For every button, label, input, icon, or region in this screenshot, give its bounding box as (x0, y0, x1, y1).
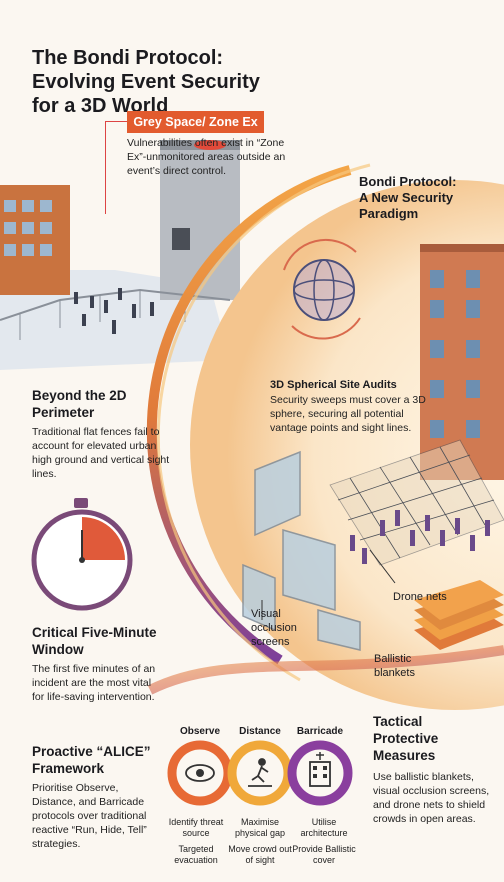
globe-icon (283, 238, 361, 340)
occlusion-screens (242, 450, 361, 651)
tactical-title: Tactical Protective Measures (373, 714, 439, 763)
alice-title: Proactive “ALICE” Framework (32, 744, 151, 776)
callout-line (105, 121, 128, 214)
visual-screens-label: Visual occlusion screens (251, 608, 297, 648)
page-title: The Bondi Protocol: Evolving Event Secur… (32, 47, 260, 117)
zone-ex-text: Vulnerabilities often exist in “Zone Ex”… (127, 137, 286, 177)
spherical-audits-title: 3D Spherical Site Audits (270, 379, 397, 391)
alice-step-distance: Distance (239, 726, 281, 737)
alice-step-barricade: Barricade (296, 726, 344, 737)
alice-observe-sub2: Targeted evacuation (174, 844, 218, 865)
beyond-2d-body: Traditional flat fences fail to account … (32, 426, 170, 480)
runner-icon (248, 758, 272, 787)
alice-distance-sub1: Maximise physical gap (234, 817, 286, 838)
alice-observe-sub1: Identify threat source (168, 817, 224, 838)
beyond-2d-title: Beyond the 2D Perimeter (32, 388, 127, 420)
ballistic-blankets (414, 580, 504, 650)
alice-step-observe: Observe (179, 726, 221, 737)
drone-nets-label: Drone nets (393, 591, 447, 603)
spherical-audits-body: Security sweeps must cover a 3D sphere, … (270, 394, 426, 434)
ballistic-blankets-label: Ballistic blankets (374, 653, 415, 679)
drone-net (329, 439, 504, 566)
alice-barricade-sub1: Utilise architecture (300, 817, 348, 838)
tactical-body: Use ballistic blankets, visual occlusion… (373, 771, 490, 825)
right-building (420, 250, 504, 480)
alice-barricade-sub2: Provide Ballistic cover (292, 844, 356, 865)
building-icon (309, 752, 331, 787)
stopwatch-icon (31, 498, 133, 611)
eye-icon (185, 764, 215, 782)
five-minute-title: Critical Five-Minute Window (32, 625, 157, 657)
alice-chain (167, 740, 353, 806)
five-minute-body: The first five minutes of an incident ar… (32, 663, 156, 703)
zone-ex-badge: Grey Space/ Zone Ex (127, 111, 264, 133)
alice-body: Prioritise Observe, Distance, and Barric… (32, 782, 147, 850)
paradigm-heading: Bondi Protocol: A New Security Paradigm (359, 174, 457, 221)
alice-distance-sub2: Move crowd out of sight (228, 844, 292, 865)
